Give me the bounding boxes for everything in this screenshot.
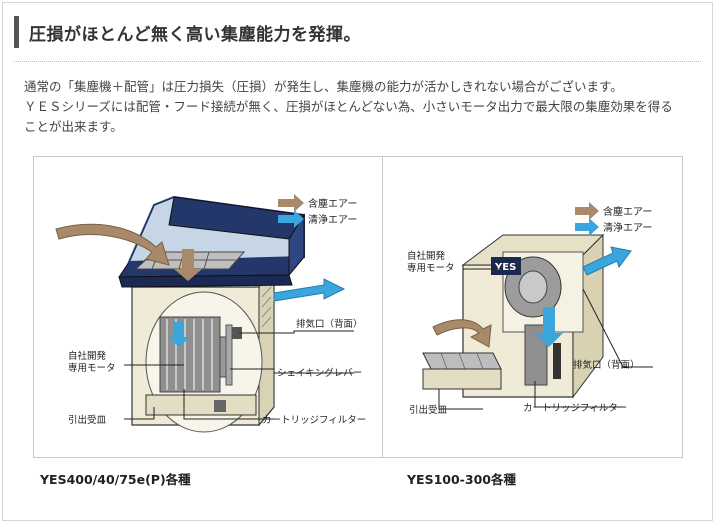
yes400-illustration: 含塵エアー 清浄エアー 排気口（背面） 自社開発 専用モータ シェイキングレバー…	[55, 194, 366, 433]
yes100-illustration: YES 含塵エアー 清浄エアー 自社開発 専用モータ 排気口（背面） 引出受皿 …	[407, 202, 653, 416]
leader-lines	[438, 268, 653, 410]
brand-plate	[491, 257, 521, 275]
heading-divider	[14, 61, 701, 62]
label-motor-line1: 自社開発	[68, 350, 107, 362]
label-shaking-lever: シェイキングレバー	[277, 367, 362, 379]
label-exhaust: 排気口（背面）	[296, 318, 363, 330]
legend-clean-label: 清浄エアー	[603, 221, 652, 234]
label-filter: カートリッジフィルター	[262, 415, 366, 426]
legend-dusty-arrow	[278, 194, 304, 212]
brand-text: YES	[494, 262, 516, 273]
description-paragraph: 通常の「集塵機＋配管」は圧力損失（圧損）が発生し、集塵機の能力が活かしきれない場…	[24, 77, 694, 137]
heading-text: 圧損がほとんど無く高い集塵能力を発揮。	[29, 24, 361, 45]
clean-air-arrow-inside	[168, 322, 190, 347]
dusty-air-arrow-in	[55, 223, 170, 266]
drawer-tray-shape	[145, 394, 257, 416]
motor-core	[518, 270, 548, 304]
legend-dusty-label: 含塵エアー	[603, 205, 652, 218]
diagram-panel-yes400: 含塵エアー 清浄エアー 排気口（背面） 自社開発 専用モータ シェイキングレバー…	[33, 156, 384, 458]
caption-yes400: YES400/40/75e(P)各種	[40, 472, 191, 487]
drawer-tray-shape	[422, 368, 502, 390]
caption-yes100: YES100-300各種	[407, 472, 516, 487]
clean-air-arrow-inside	[535, 307, 563, 347]
vent-slot	[232, 327, 242, 339]
legend-dusty-arrow	[575, 202, 599, 220]
description-line-2: ＹＥＳシリーズには配管・フード接続が無く、圧損がほとんどない為、小さいモータ出力…	[24, 99, 673, 114]
side-grille	[261, 286, 272, 328]
label-motor-line2: 専用モータ	[68, 362, 116, 374]
label-exhaust: 排気口（背面）	[573, 359, 640, 371]
label-motor-line2: 専用モータ	[407, 262, 455, 274]
description-line-1: 通常の「集塵機＋配管」は圧力損失（圧損）が発生し、集塵機の能力が活かしきれない場…	[24, 79, 623, 94]
label-tray: 引出受皿	[68, 414, 107, 426]
dusty-air-arrow-down	[174, 249, 202, 281]
tray-grid-lines	[440, 352, 484, 370]
drawer-handle	[214, 400, 226, 412]
diagram-panel-yes100: YES 含塵エアー 清浄エアー 自社開発 専用モータ 排気口（背面） 引出受皿 …	[382, 156, 683, 458]
label-filter: カートリッジフィルター	[523, 403, 627, 414]
shaking-lever-shape	[225, 324, 233, 386]
description-line-3: ことが出来ます。	[24, 119, 123, 134]
leader-lines	[124, 330, 354, 420]
label-tray: 引出受皿	[409, 404, 448, 416]
exhaust-slot	[553, 343, 561, 379]
dusty-air-arrow-in	[432, 319, 492, 348]
section-heading: 圧損がほとんど無く高い集塵能力を発揮。	[14, 16, 361, 48]
legend-clean-arrow	[278, 210, 304, 228]
clean-air-arrow-out	[582, 246, 632, 276]
heading-accent-bar	[14, 16, 19, 48]
cartridge-filter-shape	[524, 324, 548, 386]
label-motor-line1: 自社開発	[407, 250, 446, 262]
legend-clean-label: 清浄エアー	[308, 213, 357, 226]
clean-air-arrow-out	[273, 278, 346, 302]
legend-dusty-label: 含塵エアー	[308, 197, 357, 210]
legend-clean-arrow	[575, 218, 599, 236]
hood-rim	[118, 274, 293, 288]
cartridge-filter-shape	[159, 316, 221, 393]
filter-pleats	[166, 319, 213, 390]
